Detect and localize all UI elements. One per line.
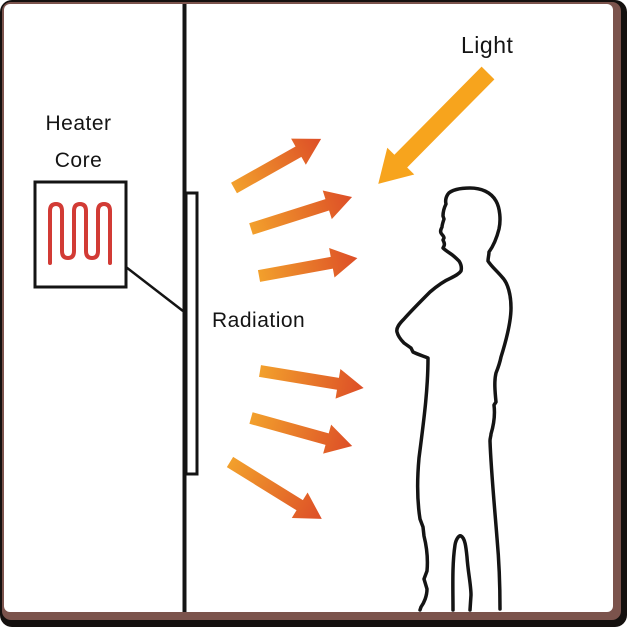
detail-connector-line — [125, 266, 184, 312]
heater-core-label: Heater Core — [11, 105, 146, 179]
radiation-arrow-5 — [249, 412, 353, 454]
radiation-arrow-2 — [249, 190, 353, 235]
heater-core-label-line1: Heater — [45, 112, 112, 135]
radiation-arrow-3 — [257, 248, 358, 282]
person-outline — [395, 186, 513, 612]
light-label: Light — [461, 32, 514, 58]
radiation-arrow-1 — [231, 138, 322, 194]
radiation-arrow-4 — [259, 365, 364, 399]
person-figure — [395, 186, 513, 612]
light-arrow — [378, 66, 495, 184]
radiation-arrow-6 — [226, 456, 322, 519]
heater-panel — [184, 191, 199, 476]
heater-coil-icon — [48, 201, 112, 265]
heater-core-label-line2: Core — [54, 149, 103, 172]
person-inner-legs — [451, 534, 473, 612]
radiation-label: Radiation — [212, 309, 306, 332]
